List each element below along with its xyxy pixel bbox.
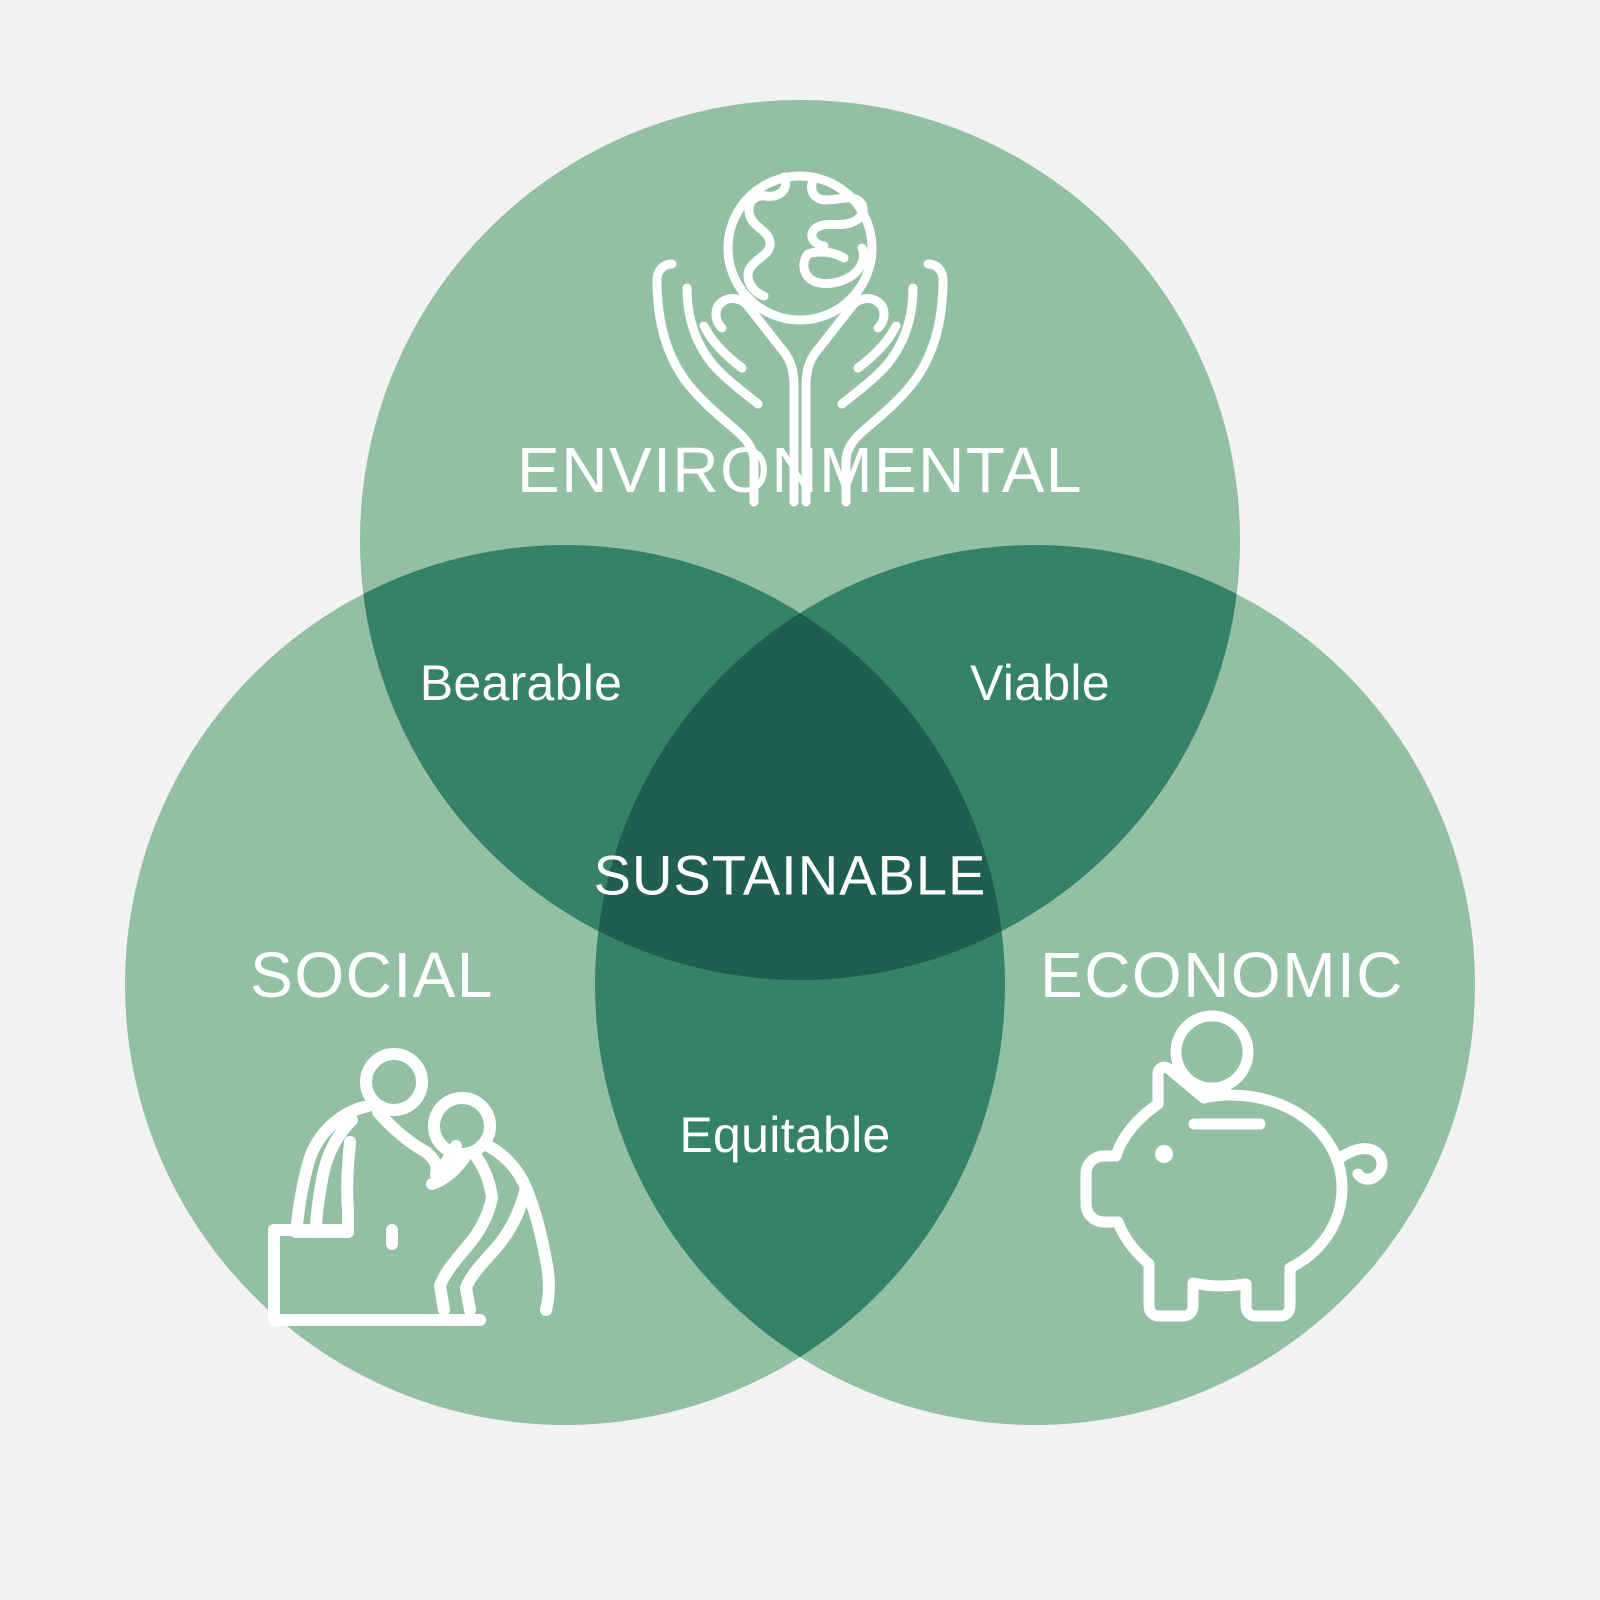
people-helping-icon: [268, 1048, 555, 1326]
piggy-bank-icon: [1080, 1010, 1388, 1322]
globe-in-hands-icon: [652, 171, 948, 507]
